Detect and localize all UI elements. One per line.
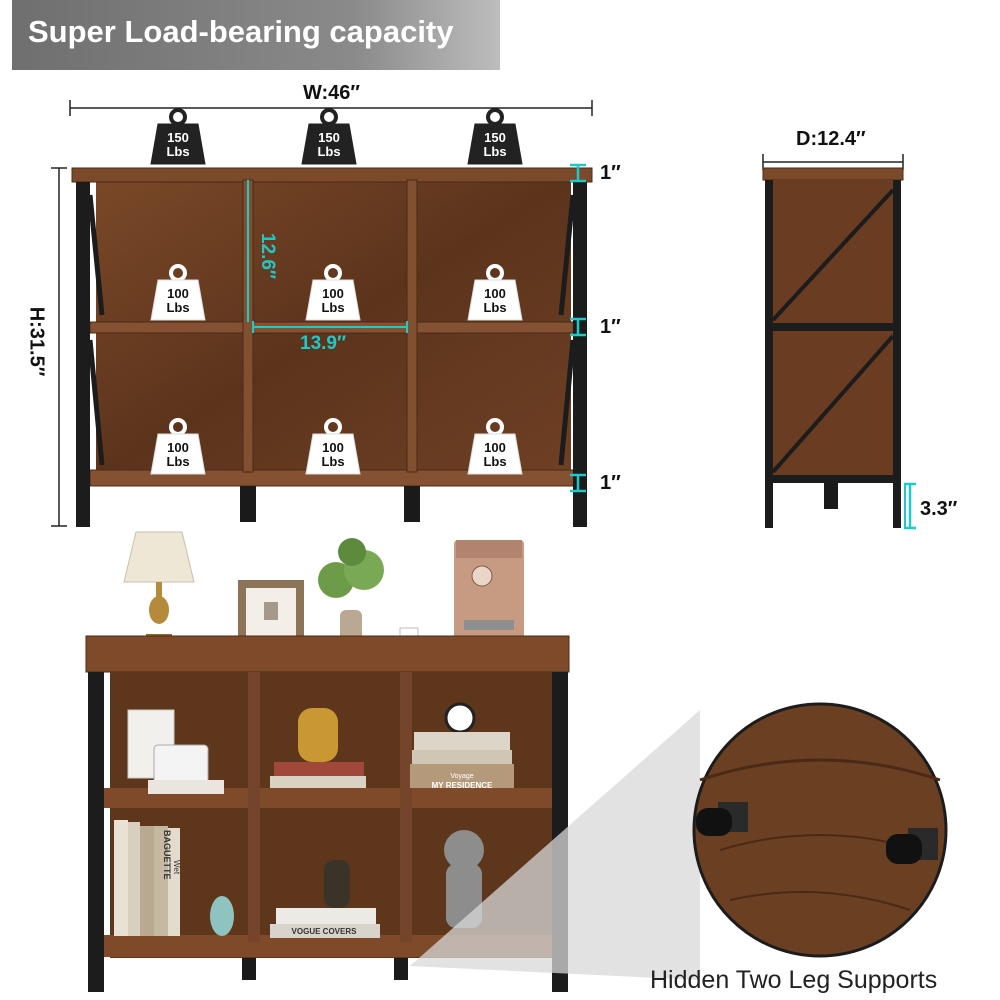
leg-support-zoom <box>410 702 948 980</box>
weight-unit: Lbs <box>166 454 190 469</box>
weight-unit: Lbs <box>317 144 341 159</box>
weight-value: 100 <box>167 440 189 455</box>
board-thickness-markers <box>570 163 586 493</box>
middle-board-thickness: 1″ <box>600 316 621 338</box>
book-title-vogue-covers: VOGUE COVERS <box>292 927 358 936</box>
book-title-my-residence: MY RESIDENCE <box>432 781 493 790</box>
weight-icon <box>467 264 523 321</box>
weight-icon <box>150 418 206 475</box>
bottom-board-thickness: 1″ <box>600 472 621 494</box>
table-lamp <box>123 531 195 646</box>
weight-icon <box>150 108 206 165</box>
banner-title: Super Load-bearing capacity <box>28 14 454 49</box>
leg-height-label: 3.3″ <box>920 498 958 520</box>
leg-support-caption: Hidden Two Leg Supports <box>650 966 938 994</box>
weight-unit: Lbs <box>483 300 507 315</box>
weight-unit: Lbs <box>483 144 507 159</box>
weight-unit: Lbs <box>321 454 345 469</box>
leg-height-marker <box>904 482 916 530</box>
cube-height-label: 12.6″ <box>257 232 279 280</box>
weight-value: 100 <box>167 286 189 301</box>
front-view-diagram <box>71 167 593 527</box>
weight-icon <box>467 108 523 165</box>
weight-value: 100 <box>484 440 506 455</box>
weight-value: 100 <box>322 286 344 301</box>
depth-label: D:12.4″ <box>796 128 866 150</box>
width-label: W:46″ <box>295 82 369 105</box>
book-spine-baguette: BAGUETTE <box>162 830 172 880</box>
top-board-thickness: 1″ <box>600 162 621 184</box>
height-dimension-line <box>51 167 67 527</box>
weight-unit: Lbs <box>166 144 190 159</box>
weight-value: 150 <box>318 130 340 145</box>
book-title-voyage: Voyage <box>450 773 473 780</box>
weight-value: 150 <box>484 130 506 145</box>
cube-width-label: 13.9″ <box>300 333 347 354</box>
height-label: H:31.5″ <box>24 300 48 383</box>
weight-unit: Lbs <box>166 300 190 315</box>
weight-unit: Lbs <box>483 454 507 469</box>
weight-icon <box>305 264 361 321</box>
weight-icon <box>301 108 357 165</box>
title-banner: Super Load-bearing capacity <box>12 0 500 70</box>
weight-icon <box>305 418 361 475</box>
side-view-diagram <box>762 154 906 528</box>
weight-value: 100 <box>322 440 344 455</box>
width-dimension-line <box>69 100 593 116</box>
weight-value: 150 <box>167 130 189 145</box>
weight-icon <box>467 418 523 475</box>
weight-unit: Lbs <box>321 300 345 315</box>
weight-value: 100 <box>484 286 506 301</box>
weight-icon <box>150 264 206 321</box>
book-spine-wet: Wet <box>172 860 181 875</box>
